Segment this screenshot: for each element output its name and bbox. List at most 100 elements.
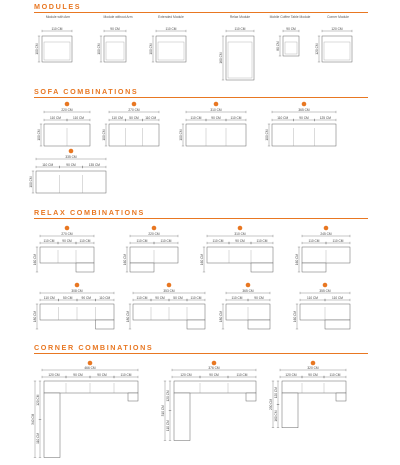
- combo-number-badge: [68, 148, 74, 154]
- combo-number-badge: [74, 282, 80, 288]
- combo-number-badge: [166, 282, 172, 288]
- combo-part-dim-label: 110 CM: [137, 239, 148, 243]
- chaise-extension: [247, 319, 271, 330]
- combo-part-dim-label: 90 CM: [308, 373, 318, 377]
- combo-part-dim-label: 110 CM: [73, 116, 84, 120]
- module-width-dim-label: 90 CM: [110, 27, 120, 31]
- combo-part-dim-label: 110 CM: [99, 296, 110, 300]
- combo-part-dim-label: 110 CM: [145, 116, 156, 120]
- combo-total-dim-label: 466 CM: [84, 366, 96, 370]
- combo-number-badge: [131, 101, 137, 107]
- combo-part-dim-label: 110 CM: [330, 373, 341, 377]
- corner-side-dim-label: 310 CM: [161, 405, 165, 417]
- combo-depth-dim-label: 100 CM: [37, 129, 41, 141]
- combo-number-badge: [64, 225, 70, 231]
- combo-number-badge: [64, 101, 70, 107]
- combo-part-dim-label: 50 CM: [173, 296, 183, 300]
- corner-side-part-dim-label: 120 CM: [274, 387, 278, 399]
- combo-number-badge: [301, 101, 307, 107]
- combo-total-dim-label: 320 CM: [307, 366, 319, 370]
- combo-part-dim-label: 90 CM: [155, 296, 165, 300]
- corner-side-part-dim-label: 120 CM: [36, 394, 40, 406]
- module-name: Relax Module: [230, 15, 250, 19]
- combo-part-dim-label: 110 CM: [332, 296, 343, 300]
- relax-combination-shape: [39, 246, 95, 264]
- combo-part-dim-label: 90 CM: [73, 373, 83, 377]
- corner-top-run: [173, 380, 257, 394]
- sofa-combination-shape: [108, 123, 160, 147]
- module-cushion: [284, 41, 298, 55]
- combo-part-dim-label: 90 CM: [299, 116, 309, 120]
- combo-part-dim-label: 110 CM: [232, 296, 243, 300]
- combo-part-dim-label: 90 CM: [209, 373, 219, 377]
- combo-part-dim-label: 110 CM: [191, 116, 202, 120]
- chaise-extension: [95, 319, 115, 330]
- combo-total-dim-label: 308 CM: [71, 289, 83, 293]
- combo-part-dim-label: 110 CM: [42, 163, 53, 167]
- combo-part-dim-label: 90 CM: [211, 116, 221, 120]
- combo-total-dim-label: 310 CM: [210, 108, 222, 112]
- combo-total-dim-label: 310 CM: [234, 232, 246, 236]
- combo-part-dim-label: 110 CM: [237, 373, 248, 377]
- module-width-dim-label: 110 CM: [166, 27, 177, 31]
- combo-total-dim-label: 335 CM: [65, 155, 77, 159]
- combo-depth-dim-label: 160 CM: [33, 254, 37, 266]
- combo-part-dim-label: 90 CM: [235, 239, 245, 243]
- combo-depth-dim-label: 160 CM: [123, 254, 127, 266]
- corner-top-run: [43, 380, 139, 394]
- combo-depth-dim-label: 160 CM: [200, 254, 204, 266]
- module-name: Extended Module: [158, 15, 184, 19]
- section-rule: [34, 353, 368, 354]
- combo-part-dim-label: 50 CM: [63, 296, 73, 300]
- chaise-extension: [129, 262, 155, 273]
- module-name: Module without Arm: [104, 15, 133, 19]
- module-cushion: [43, 41, 71, 61]
- combo-part-dim-label: 110 CM: [277, 116, 288, 120]
- combo-part-dim-label: 135 CM: [89, 163, 101, 167]
- combo-total-dim-label: 365 CM: [242, 289, 254, 293]
- corner-side-part-dim-label: 110 CM: [36, 433, 40, 444]
- chaise-extension: [75, 262, 95, 273]
- combo-part-dim-label: 110 CM: [137, 296, 148, 300]
- corner-side-run: [173, 392, 191, 441]
- combo-total-dim-label: 270 CM: [128, 108, 140, 112]
- combo-part-dim-label: 110 CM: [80, 239, 91, 243]
- combo-depth-dim-label: 180 CM: [33, 311, 37, 323]
- corner-side-run: [43, 392, 61, 458]
- sofa-combination-shape: [35, 170, 107, 194]
- module-depth-dim-label: 80 CM: [276, 41, 280, 51]
- module-shape: [155, 35, 187, 63]
- corner-side-run: [281, 392, 299, 428]
- module-width-dim-label: 90 CM: [286, 27, 296, 31]
- combo-number-badge: [213, 101, 219, 107]
- combo-depth-dim-label: 100 CM: [265, 129, 269, 141]
- combo-total-dim-label: 355 CM: [319, 289, 331, 293]
- combo-part-dim-label: 50 CM: [129, 116, 139, 120]
- module-cushion: [157, 41, 185, 61]
- corner-side-dim-label: 230 CM: [269, 398, 273, 410]
- module-width-dim-label: 120 CM: [331, 27, 343, 31]
- module-depth-dim-label: 100 CM: [35, 43, 39, 55]
- chaise-extension: [250, 262, 274, 273]
- combo-part-dim-label: 120 CM: [180, 373, 192, 377]
- combo-part-dim-label: 120 CM: [285, 373, 297, 377]
- combo-number-badge: [87, 360, 93, 366]
- section-rule: [34, 12, 368, 13]
- combo-part-dim-label: 110 CM: [44, 296, 55, 300]
- combo-part-dim-label: 90 CM: [82, 296, 92, 300]
- combo-total-dim-label: 365 CM: [298, 108, 310, 112]
- combo-total-dim-label: 376 CM: [208, 366, 220, 370]
- module-shape: [41, 35, 73, 63]
- section-title-relax: RELAX COMBINATIONS: [34, 208, 145, 217]
- module-depth-dim-label: 160 CM: [219, 52, 223, 64]
- chaise-extension: [186, 319, 206, 330]
- combo-depth-dim-label: 100 CM: [102, 129, 106, 141]
- combo-depth-dim-label: 100 CM: [29, 176, 33, 188]
- corner-return: [245, 392, 257, 402]
- section-rule: [34, 218, 368, 219]
- combo-part-dim-label: 110 CM: [44, 239, 55, 243]
- module-shape: [103, 35, 127, 63]
- combo-part-dim-label: 110 CM: [309, 239, 320, 243]
- combo-part-dim-label: 120 CM: [48, 373, 60, 377]
